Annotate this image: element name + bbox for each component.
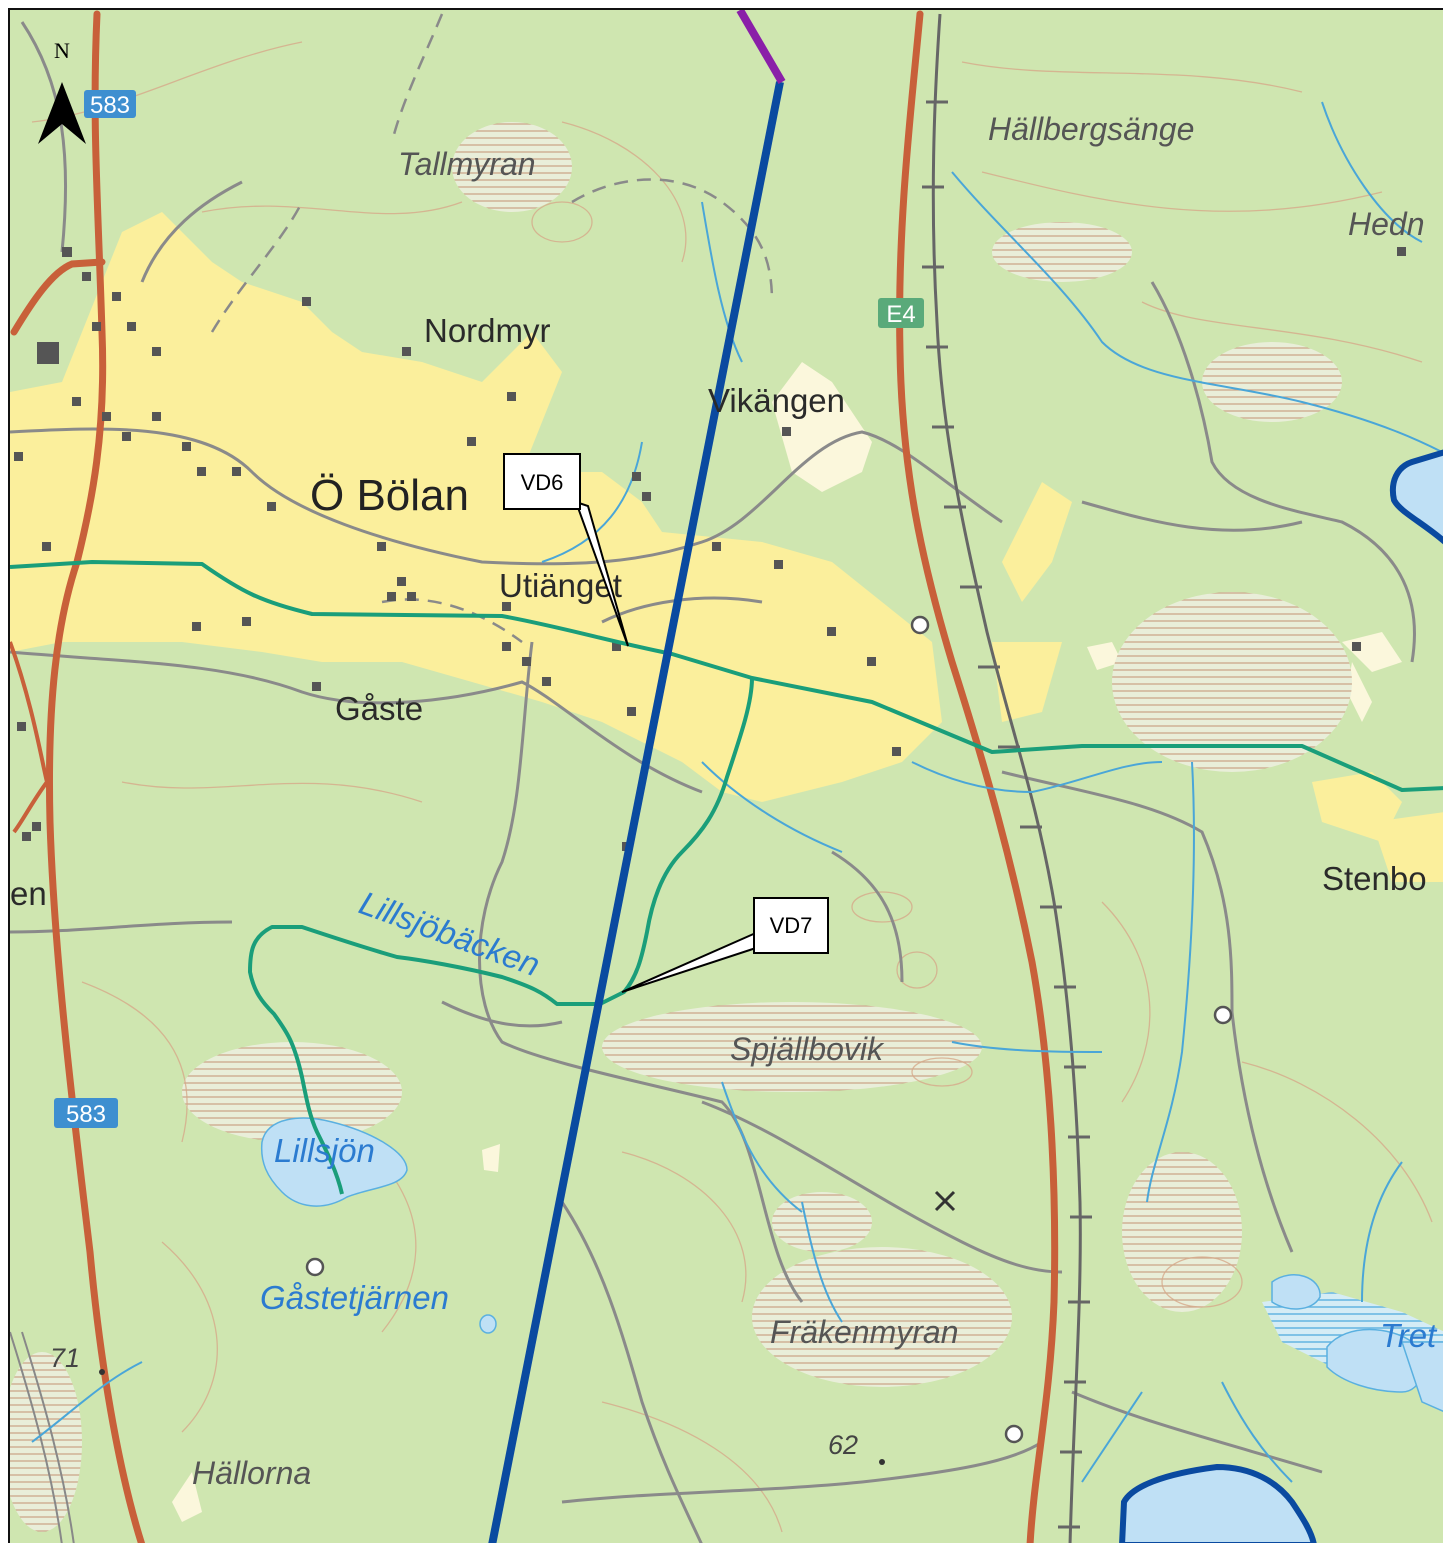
- map-frame[interactable]: 583 583 E4 N Ö Bölan Nordmyr Vikängen Ut…: [8, 8, 1443, 1543]
- lake-lillsjon: [260, 1117, 408, 1207]
- callout-vd7-label: VD7: [770, 913, 813, 938]
- landmark-circles: [305, 615, 1233, 1444]
- label-tret: Tret: [1380, 1317, 1438, 1354]
- north-label: N: [54, 38, 70, 63]
- svg-text:62: 62: [828, 1430, 858, 1460]
- purple-route-line: [736, 10, 786, 85]
- label-vikangen: Vikängen: [708, 382, 845, 419]
- lake-gastetjarnen: [479, 1314, 497, 1334]
- railway-ties: [922, 100, 1092, 1529]
- label-hallbergsange: Hällbergsänge: [988, 111, 1194, 147]
- label-frakenmyran: Fräkenmyran: [770, 1314, 959, 1350]
- road-shield-583-top: 583: [84, 90, 136, 119]
- settlement-areas: [10, 212, 1443, 882]
- blue-route-line: [488, 81, 784, 1543]
- north-arrow-icon: N: [38, 38, 86, 144]
- label-hallorna: Hällorna: [192, 1455, 311, 1491]
- highlighted-watercourses: [10, 560, 1443, 1195]
- label-stenbo: Stenbo: [1322, 860, 1427, 897]
- lake-right-edge: [1390, 449, 1443, 545]
- lakes: [260, 1117, 1443, 1412]
- callout-vd7[interactable]: VD7: [621, 897, 829, 993]
- label-spjallbovik: Spjällbovik: [730, 1031, 885, 1067]
- label-o-bolan: Ö Bölan: [310, 471, 469, 520]
- callout-vd6[interactable]: VD6: [503, 453, 629, 647]
- elevation-62: 62: [828, 1430, 885, 1465]
- dashed-tracks: [210, 13, 774, 644]
- road-583-secondary: [10, 641, 50, 834]
- streams: [31, 101, 1443, 1483]
- label-tallmyran: Tallmyran: [398, 146, 536, 182]
- elevation-71: 71: [50, 1343, 105, 1375]
- lake-bottom-right: [1119, 1463, 1317, 1543]
- svg-text:583: 583: [66, 1101, 106, 1128]
- cross-marker: [934, 1190, 956, 1212]
- svg-text:E4: E4: [886, 301, 915, 328]
- marsh-areas: [10, 122, 1352, 1532]
- buildings: [14, 247, 1406, 851]
- road-shield-e4: E4: [878, 298, 924, 328]
- label-en: en: [10, 875, 47, 912]
- svg-text:71: 71: [50, 1343, 80, 1373]
- railway: [931, 13, 1082, 1543]
- map-canvas[interactable]: 583 583 E4 N Ö Bölan Nordmyr Vikängen Ut…: [10, 10, 1443, 1543]
- railway-left: [10, 1331, 75, 1543]
- label-gastetjarnen: Gåstetjärnen: [260, 1279, 449, 1316]
- label-gaste: Gåste: [335, 690, 423, 727]
- label-nordmyr: Nordmyr: [424, 312, 551, 349]
- callout-vd6-label: VD6: [521, 470, 564, 495]
- main-roads: [10, 10, 1059, 1543]
- road-shield-583-bottom: 583: [54, 1098, 118, 1128]
- svg-text:583: 583: [90, 92, 130, 119]
- label-hedn: Hedn: [1348, 206, 1425, 242]
- label-lillsjon: Lillsjön: [274, 1132, 375, 1169]
- minor-roads: [10, 21, 1416, 1543]
- contour-lines: [31, 41, 1433, 1533]
